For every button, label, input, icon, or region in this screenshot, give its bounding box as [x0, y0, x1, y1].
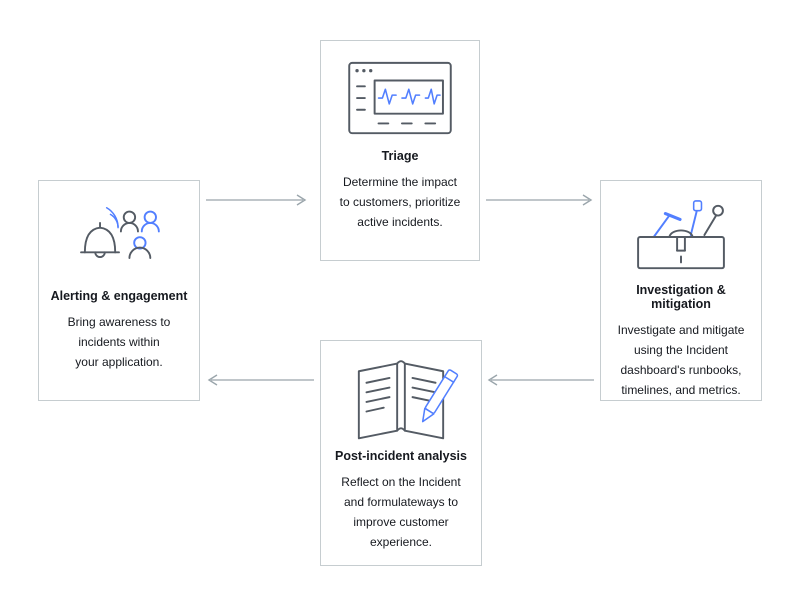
node-text-line: Bring awareness to: [67, 315, 171, 329]
node-title: Alerting & engagement: [50, 289, 188, 303]
arrow-postincident-to-alerting: [207, 374, 314, 386]
notebook-pencil-icon: [341, 355, 461, 445]
node-text-line: active incidents.: [357, 215, 443, 229]
node-investigation-mitigation: Investigation & mitigation Investigate a…: [600, 180, 762, 401]
node-text-line: incidents within: [78, 335, 160, 349]
bell-and-people-icon: [64, 195, 174, 285]
node-title: Triage: [381, 149, 419, 163]
arrow-triage-to-investigation: [486, 194, 593, 206]
node-text-line: Reflect on the Incident: [341, 475, 461, 489]
arrow-alerting-to-triage: [206, 194, 307, 206]
node-text-line: dashboard's runbooks,: [620, 363, 742, 377]
arrow-investigation-to-postincident: [487, 374, 594, 386]
node-title: Post-incident analysis: [335, 449, 467, 463]
node-text-line: to customers, prioritize: [339, 195, 461, 209]
node-text-line: Investigate and mitigate: [617, 323, 745, 337]
node-text-line: improve customer experience.: [353, 515, 449, 549]
dashboard-monitor-icon: [342, 55, 458, 145]
node-post-incident-analysis: Post-incident analysis Reflect on the In…: [320, 340, 482, 566]
node-title: Investigation & mitigation: [636, 283, 726, 311]
node-text-line: Determine the impact: [342, 175, 458, 189]
node-text-line: your application.: [75, 355, 163, 369]
node-text-line: and formulateways to: [343, 495, 459, 509]
node-triage: Triage Determine the impact to customers…: [320, 40, 480, 261]
node-alerting-engagement: Alerting & engagement Bring awareness to…: [38, 180, 200, 401]
node-text-line: timelines, and metrics.: [621, 383, 741, 397]
node-text-line: using the Incident: [633, 343, 729, 357]
toolbox-icon: [625, 195, 737, 279]
